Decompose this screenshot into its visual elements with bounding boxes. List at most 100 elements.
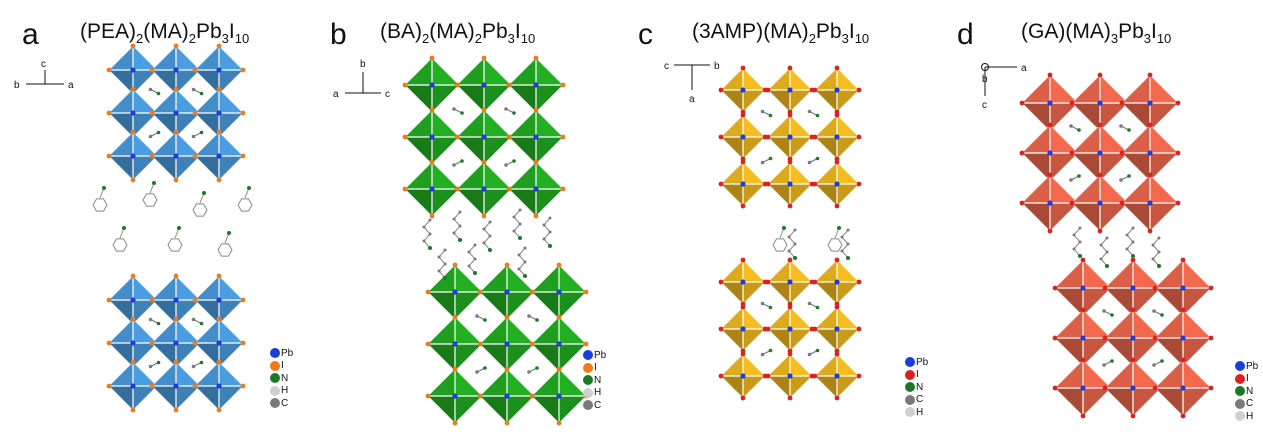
octahedron-face (558, 291, 587, 320)
c-c-bond (841, 236, 849, 245)
legend-item: Pb (583, 349, 606, 362)
iodide-atom (481, 55, 487, 61)
iodide-atom (477, 289, 483, 295)
nitrogen-atom (768, 348, 773, 353)
carbon-atom (512, 215, 516, 219)
carbon-atom (488, 234, 492, 238)
carbon-atom (807, 109, 812, 114)
iodide-atom (173, 43, 179, 49)
octahedron-face (836, 353, 860, 377)
organic-spacer-cation (1125, 226, 1135, 258)
octahedron-face (1154, 387, 1184, 417)
octahedron-face (1132, 337, 1162, 367)
octahedron-face (558, 395, 587, 424)
carbon-atom (807, 301, 812, 306)
carbon-atom (458, 224, 462, 228)
lead-atom (787, 279, 793, 285)
iodide-atom (481, 107, 487, 113)
carbon-atom (548, 230, 552, 234)
nitrogen-atom (768, 156, 773, 161)
iodide-atom (130, 177, 136, 183)
octahedron-face (767, 89, 791, 113)
pbi6-octahedron (192, 86, 246, 140)
carbon-atom (148, 87, 153, 92)
octahedron-face (175, 385, 201, 411)
carbon-atom (458, 210, 462, 214)
octahedron-face (1149, 124, 1179, 154)
legend: Pb I N H C (270, 347, 293, 410)
octahedron-face (1154, 287, 1184, 317)
c-c-bond (543, 217, 551, 226)
pbi6-octahedron (149, 43, 203, 97)
nitrogen-atom (473, 271, 477, 275)
pbi6-octahedron (425, 314, 485, 374)
octahedron-face (1182, 287, 1212, 317)
octahedron-face (1149, 174, 1179, 204)
octahedron-face (506, 343, 535, 372)
octahedron-face (1021, 74, 1051, 104)
octahedron-face (508, 161, 537, 190)
octahedron-face (531, 264, 560, 293)
c-c-bond (423, 233, 431, 242)
octahedron-face (742, 281, 766, 305)
legend-item: I (905, 369, 928, 382)
iodide-atom (106, 383, 112, 389)
iodide-atom (787, 257, 793, 263)
c-c-bond (513, 223, 521, 232)
legend: Pb I N H C (583, 349, 606, 412)
legend-swatch (583, 362, 593, 373)
c-c-bond (1126, 234, 1134, 243)
iodide-atom (765, 134, 771, 140)
octahedron-face (814, 114, 838, 138)
panel-title: (GA)(MA)3Pb3I10 (1021, 20, 1172, 47)
iodide-atom (556, 420, 562, 426)
lead-atom (1047, 200, 1053, 206)
legend-item: H (1235, 410, 1258, 423)
nitrogen-atom (483, 366, 487, 370)
c-c-bond (518, 247, 526, 256)
iodide-atom (402, 186, 408, 192)
lead-atom (130, 153, 136, 159)
nitrogen-atom (460, 159, 464, 163)
organic-spacer-cation (192, 191, 208, 217)
iodide-atom (216, 129, 222, 135)
iodide-atom (454, 134, 460, 140)
lead-atom (533, 82, 539, 88)
octahedron-face (742, 161, 766, 185)
legend-swatch (905, 407, 915, 418)
lead-atom (216, 110, 222, 116)
pbi6-octahedron (1119, 72, 1181, 134)
axis-indicator: b a c (981, 63, 1027, 111)
iodide-atom (429, 55, 435, 61)
pbi6-octahedron (192, 316, 246, 370)
carbon-atom (1131, 240, 1135, 244)
pbi6-octahedron (477, 366, 537, 426)
iodide-atom (192, 383, 198, 389)
legend-swatch (270, 348, 280, 359)
iodide-atom (452, 420, 458, 426)
octahedron-face (535, 161, 564, 190)
octahedron-face (767, 183, 791, 207)
iodide-atom (812, 134, 818, 140)
iodide-atom (740, 351, 746, 357)
methylammonium-cation (1119, 174, 1131, 182)
octahedron-face (1104, 259, 1134, 289)
octahedron-face (479, 264, 508, 293)
octahedron-face (720, 259, 744, 283)
iodide-atom (192, 110, 198, 116)
iodide-atom (1147, 172, 1153, 178)
octahedron-face (531, 368, 560, 397)
legend-item: N (270, 372, 293, 385)
iodide-atom (130, 129, 136, 135)
legend-item: I (1235, 373, 1258, 386)
c-c-bond (841, 229, 849, 238)
lead-atom (130, 110, 136, 116)
iodide-atom (504, 366, 510, 372)
organic-spacer-cation (422, 218, 432, 250)
carbon-atom (191, 87, 196, 92)
carbon-ring (112, 238, 128, 252)
lead-atom (504, 289, 510, 295)
iodide-atom (856, 326, 862, 332)
organic-spacer-cation (1099, 236, 1109, 268)
octahedron-face (456, 84, 485, 113)
